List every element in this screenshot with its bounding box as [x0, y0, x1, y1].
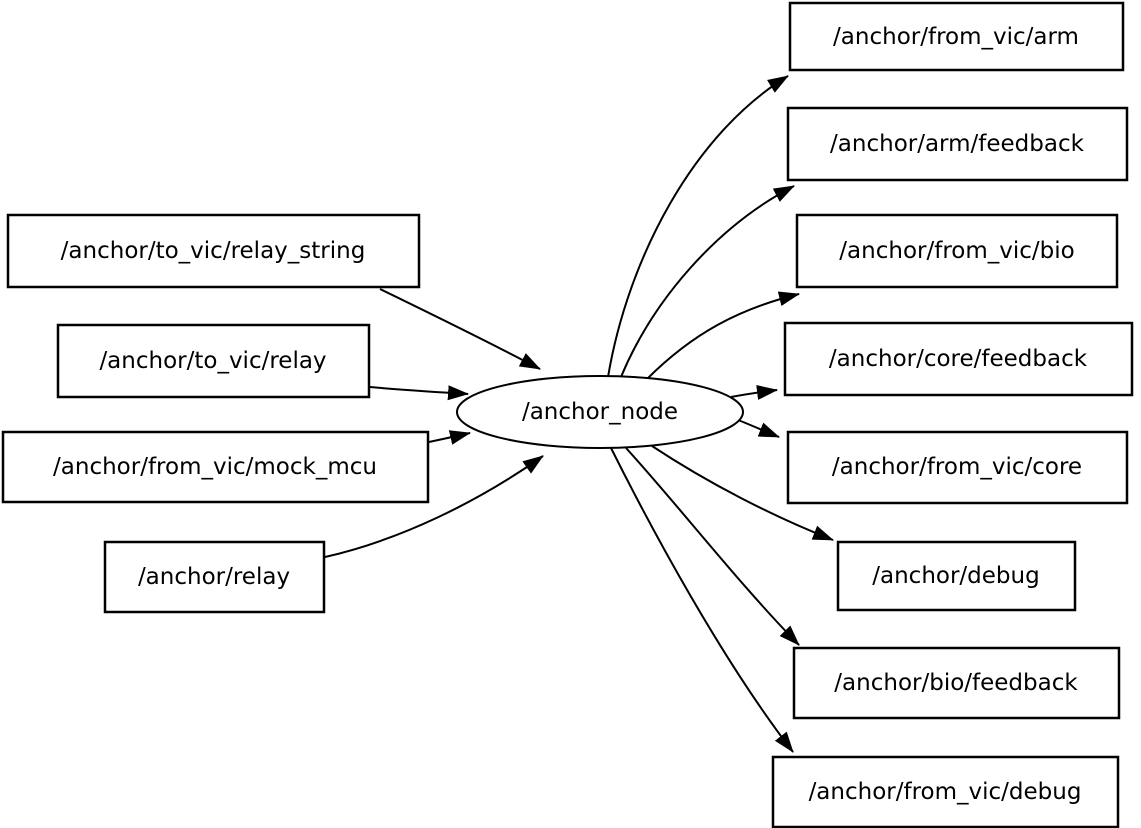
edge-anchor-node-to-from-vic-debug [610, 447, 794, 753]
topic-node-bio-feedback: /anchor/bio/feedback [792, 646, 1121, 720]
topic-node-anchor-debug: /anchor/debug [836, 540, 1077, 612]
topic-label: /anchor/from_vic/arm [833, 24, 1079, 50]
edge-anchor-node-to-bio-feedback [625, 447, 800, 646]
topic-label: /anchor/from_vic/core [832, 454, 1082, 480]
topic-node-from-vic-mock-mcu: /anchor/from_vic/mock_mcu [1, 430, 430, 504]
topic-label: /anchor/to_vic/relay [99, 348, 326, 374]
topic-label: /anchor/debug [872, 563, 1039, 589]
edge-anchor-node-to-arm-feedback [620, 185, 795, 378]
center-node-anchor-node: /anchor_node [456, 375, 744, 449]
edge-anchor-relay-to-anchor-node [324, 455, 544, 558]
topic-node-from-vic-bio: /anchor/from_vic/bio [795, 213, 1119, 289]
topic-label: /anchor/from_vic/mock_mcu [53, 454, 377, 480]
edge-from-vic-mock-mcu-to-anchor-node [428, 430, 471, 445]
edge-anchor-node-to-core-feedback [730, 385, 778, 400]
edge-to-vic-relay-string-to-anchor-node [379, 288, 541, 370]
topic-label: /anchor/from_vic/debug [809, 779, 1082, 805]
edge-anchor-node-to-from-vic-bio [646, 291, 800, 380]
topic-node-anchor-relay: /anchor/relay [103, 540, 326, 614]
topic-node-arm-feedback: /anchor/arm/feedback [786, 106, 1129, 182]
topic-node-from-vic-core: /anchor/from_vic/core [786, 430, 1129, 505]
edge-anchor-node-to-from-vic-arm [607, 75, 789, 378]
topic-label: /anchor/from_vic/bio [839, 238, 1074, 264]
topic-node-from-vic-arm: /anchor/from_vic/arm [788, 1, 1125, 72]
edges-outgoing [607, 75, 834, 753]
topic-label: /anchor/core/feedback [829, 346, 1088, 372]
topic-label: /anchor/to_vic/relay_string [61, 238, 366, 264]
edge-to-vic-relay-to-anchor-node [369, 385, 469, 401]
topic-label: /anchor/bio/feedback [834, 670, 1078, 696]
topic-label: /anchor/relay [138, 564, 290, 590]
center-node-label: /anchor_node [522, 399, 678, 425]
topic-node-core-feedback: /anchor/core/feedback [783, 321, 1134, 397]
topic-node-from-vic-debug: /anchor/from_vic/debug [771, 755, 1120, 828]
edges-incoming [324, 288, 544, 558]
edge-anchor-node-to-anchor-debug [651, 445, 834, 541]
topic-label: /anchor/arm/feedback [830, 131, 1085, 157]
topic-node-to-vic-relay-string: /anchor/to_vic/relay_string [6, 213, 421, 289]
topic-node-to-vic-relay: /anchor/to_vic/relay [56, 323, 371, 399]
edge-anchor-node-to-from-vic-core [737, 419, 780, 438]
